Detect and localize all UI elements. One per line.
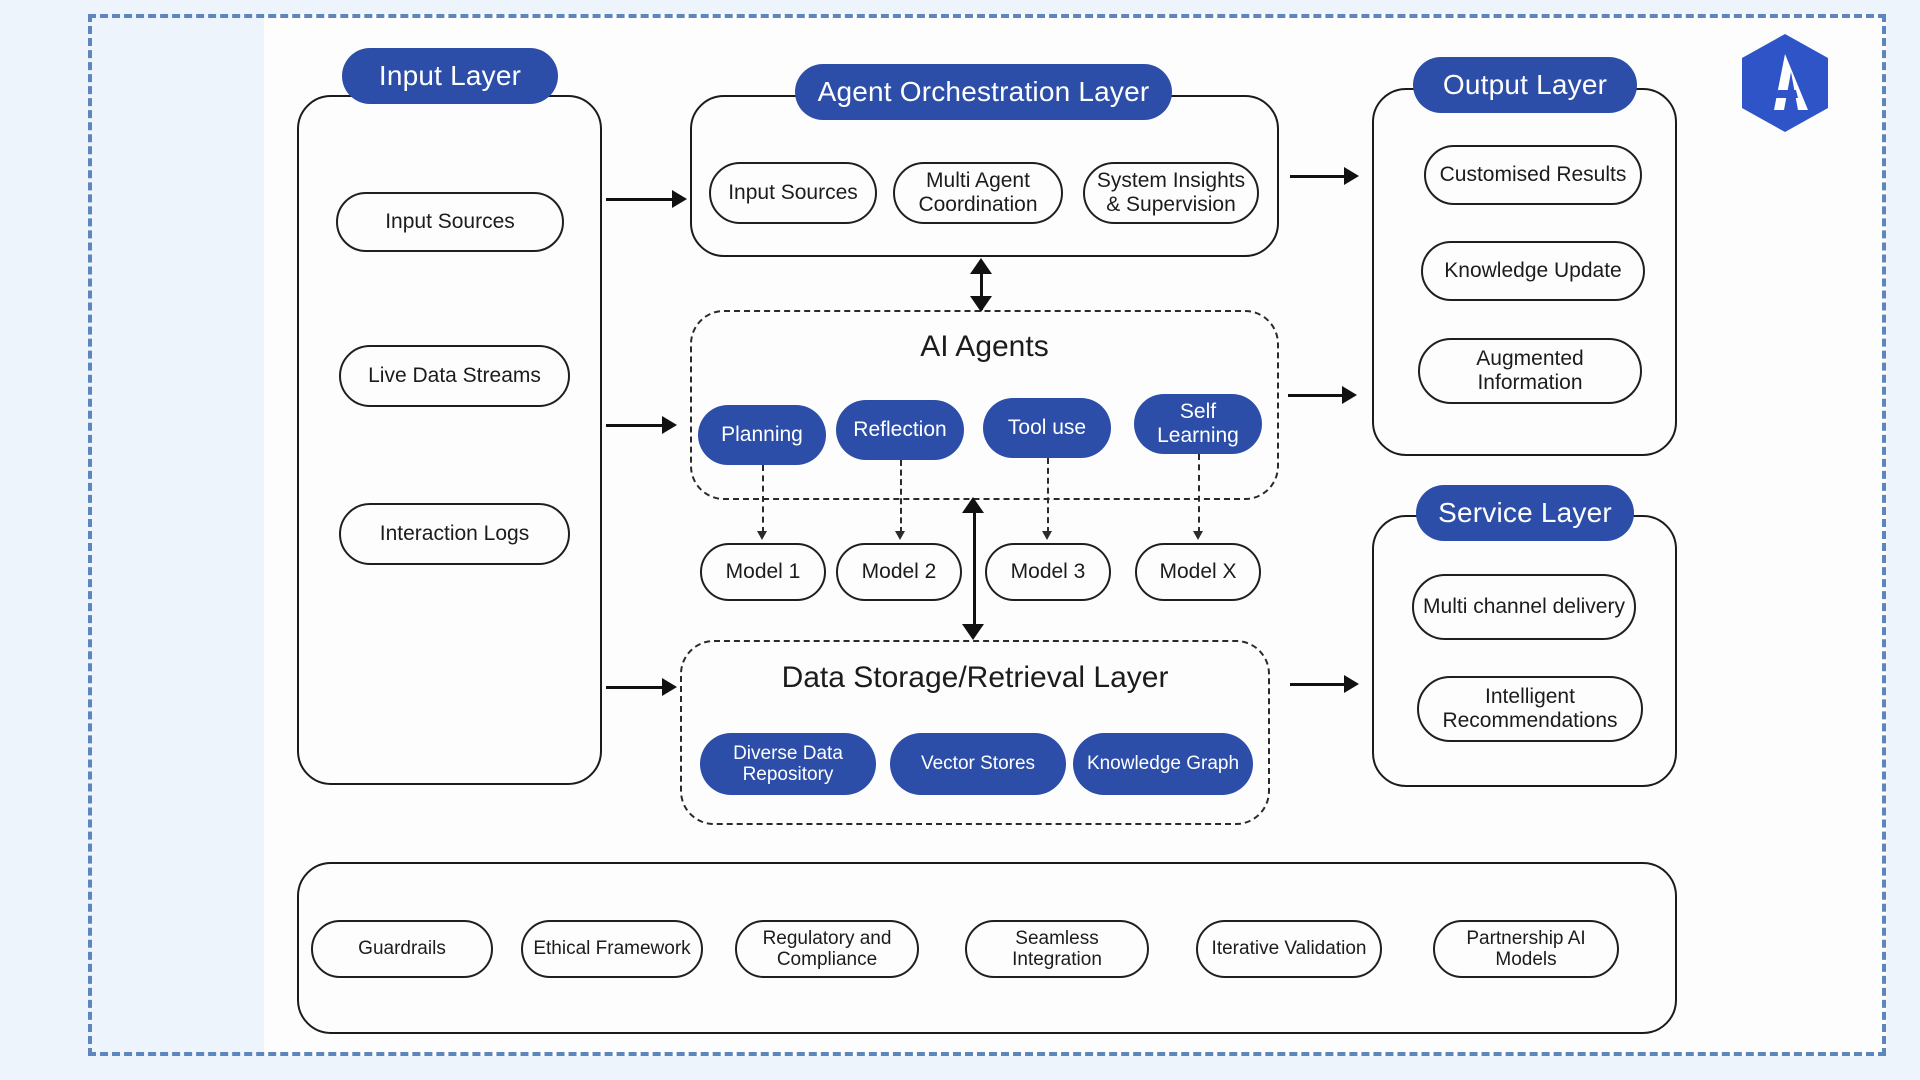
service-item-label: Intelligent Recommendations [1442,685,1618,732]
governance-item-label: Iterative Validation [1211,938,1367,960]
orchestration-item-input-sources[interactable]: Input Sources [709,162,877,224]
connector-data-storage-to-service [1290,683,1346,686]
connector-input-to-data-storage [606,686,664,689]
connector-input-to-orchestration [606,198,674,201]
connector-arrowhead [1344,167,1359,185]
orchestration-layer-title: Agent Orchestration Layer [795,64,1172,120]
orchestration-item-label: System Insights & Supervision [1096,169,1246,216]
connector-arrowhead [662,416,677,434]
governance-item-ethical-framework[interactable]: Ethical Framework [521,920,703,978]
service-layer-title-label: Service Layer [1438,497,1612,528]
input-item-label: Interaction Logs [379,522,530,546]
service-layer-container [1372,515,1677,787]
data-store-diverse-data-repository[interactable]: Diverse Data Repository [700,733,876,795]
agent-to-model-link [1047,458,1049,533]
orchestration-item-system-insights-supervision[interactable]: System Insights & Supervision [1083,162,1259,224]
agent-to-model-arrow [1042,531,1052,540]
service-item-intelligent-recommendations[interactable]: Intelligent Recommendations [1417,676,1643,742]
model-3[interactable]: Model 3 [985,543,1111,601]
governance-item-partnership-ai-models[interactable]: Partnership AI Models [1433,920,1619,978]
output-layer-title: Output Layer [1413,57,1637,113]
output-item-label: Knowledge Update [1444,259,1622,283]
agent-to-model-link [762,465,764,533]
input-item-input-sources[interactable]: Input Sources [336,192,564,252]
orchestration-item-label: Multi Agent Coordination [918,169,1038,216]
connector-input-to-ai-agents [606,424,664,427]
service-layer-title: Service Layer [1416,485,1634,541]
model-2[interactable]: Model 2 [836,543,962,601]
ai-agents-title-label: AI Agents [920,330,1049,363]
input-item-interaction-logs[interactable]: Interaction Logs [339,503,570,565]
model-1[interactable]: Model 1 [700,543,826,601]
governance-item-regulatory-and-compliance[interactable]: Regulatory and Compliance [735,920,919,978]
governance-item-label: Guardrails [358,938,446,960]
ai-agent-label: Reflection [853,418,947,442]
governance-item-guardrails[interactable]: Guardrails [311,920,493,978]
connector-ai-data-arrow-down [962,624,984,640]
orchestration-item-label: Input Sources [728,181,858,205]
model-label: Model 3 [1010,560,1086,584]
model-label: Model 2 [861,560,937,584]
input-layer-title: Input Layer [342,48,558,104]
model-label: Model X [1159,560,1237,584]
input-layer-title-label: Input Layer [378,60,522,91]
connector-arrowhead [662,678,677,696]
connector-arrowhead [1342,386,1357,404]
agent-to-model-link [1198,454,1200,533]
agent-to-model-arrow [757,531,767,540]
output-item-augmented-information[interactable]: Augmented Information [1418,338,1642,404]
connector-orchestration-to-output [1290,175,1346,178]
connector-orchestration-ai-arrow-down [970,296,992,312]
ai-agent-label: Self Learning [1157,400,1239,447]
connector-arrowhead [672,190,687,208]
data-store-label: Knowledge Graph [1086,753,1240,775]
ai-agent-planning[interactable]: Planning [698,405,826,465]
output-layer-title-label: Output Layer [1442,69,1608,100]
data-storage-layer-title-label: Data Storage/Retrieval Layer [781,661,1169,694]
data-store-label: Diverse Data Repository [733,742,843,785]
service-item-multi-channel-delivery[interactable]: Multi channel delivery [1412,574,1636,640]
output-item-label: Augmented Information [1476,347,1584,394]
connector-ai-agents-to-output [1288,394,1344,397]
connector-ai-data-arrow-up [962,497,984,513]
governance-item-label: Regulatory and Compliance [762,927,892,970]
model-x[interactable]: Model X [1135,543,1261,601]
connector-orchestration-ai-agents [980,272,983,310]
service-item-label: Multi channel delivery [1423,595,1625,619]
output-item-knowledge-update[interactable]: Knowledge Update [1421,241,1645,301]
output-item-label: Customised Results [1439,163,1627,187]
model-label: Model 1 [725,560,801,584]
ai-agent-self-learning[interactable]: Self Learning [1134,394,1262,454]
ai-agent-label: Planning [721,423,803,447]
agent-to-model-arrow [895,531,905,540]
ai-agents-title: AI Agents [690,330,1279,364]
governance-item-label: Partnership AI Models [1466,927,1586,970]
governance-item-label: Ethical Framework [533,938,691,960]
data-store-label: Vector Stores [920,753,1036,775]
input-item-label: Input Sources [385,210,515,234]
agent-to-model-link [900,460,902,533]
governance-item-label: Seamless Integration [1012,927,1102,970]
diagram-outer-dashed-frame [88,14,1886,1056]
agent-to-model-arrow [1193,531,1203,540]
data-store-knowledge-graph[interactable]: Knowledge Graph [1073,733,1253,795]
governance-item-seamless-integration[interactable]: Seamless Integration [965,920,1149,978]
orchestration-layer-title-label: Agent Orchestration Layer [817,76,1150,107]
data-storage-layer-title: Data Storage/Retrieval Layer [680,661,1270,695]
connector-orchestration-ai-arrow-up [970,258,992,274]
connector-arrowhead [1344,675,1359,693]
ai-agent-reflection[interactable]: Reflection [836,400,964,460]
company-logo [1736,32,1834,134]
ai-agent-tool-use[interactable]: Tool use [983,398,1111,458]
governance-item-iterative-validation[interactable]: Iterative Validation [1196,920,1382,978]
input-item-live-data-streams[interactable]: Live Data Streams [339,345,570,407]
connector-ai-agents-data-storage [973,510,976,625]
ai-agent-label: Tool use [1007,416,1087,440]
orchestration-item-multi-agent-coordination[interactable]: Multi Agent Coordination [893,162,1063,224]
output-item-customised-results[interactable]: Customised Results [1424,145,1642,205]
data-store-vector-stores[interactable]: Vector Stores [890,733,1066,795]
input-item-label: Live Data Streams [368,364,541,388]
